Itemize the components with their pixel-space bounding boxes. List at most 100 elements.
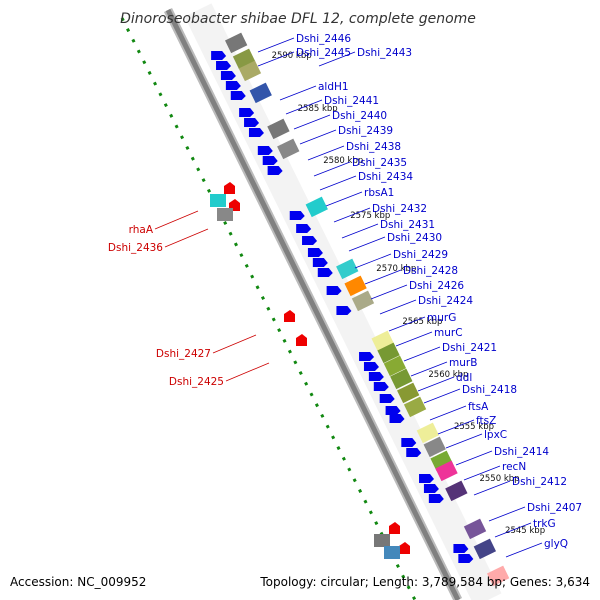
forward-leader-line xyxy=(348,236,386,252)
forward-gene-label[interactable]: Dshi_2446 xyxy=(296,33,351,45)
forward-gene-label[interactable]: Dshi_2412 xyxy=(512,476,567,488)
tick-label: 2545 kbp xyxy=(505,526,545,536)
forward-gene-arrow xyxy=(296,224,312,233)
forward-gene-arrow xyxy=(317,268,333,277)
forward-leader-line xyxy=(423,388,461,404)
forward-gene-arrow xyxy=(225,81,241,90)
tick-label: 2560 kbp xyxy=(428,370,468,380)
forward-gene-label[interactable]: lpxC xyxy=(484,429,507,441)
forward-gene-label[interactable]: glyQ xyxy=(544,538,568,550)
feature-block xyxy=(473,538,497,560)
feature-block xyxy=(267,118,290,140)
forward-gene-label[interactable]: ddl xyxy=(456,372,472,384)
forward-gene-arrow xyxy=(453,544,469,553)
forward-gene-label[interactable]: recN xyxy=(502,461,526,473)
forward-gene-label[interactable]: rbsA1 xyxy=(364,187,394,199)
forward-gene-arrow xyxy=(428,494,444,503)
feature-block xyxy=(435,460,458,482)
forward-leader-line xyxy=(455,450,493,466)
tick-label: 2575 kbp xyxy=(350,211,390,221)
forward-gene-label[interactable]: Dshi_2429 xyxy=(393,249,448,261)
gene-features xyxy=(210,32,510,587)
forward-leader-line xyxy=(319,175,357,191)
forward-gene-label[interactable]: Dshi_2432 xyxy=(372,203,427,215)
forward-leader-line xyxy=(307,145,345,161)
forward-gene-label[interactable]: Dshi_2428 xyxy=(403,265,458,277)
feature-block xyxy=(225,32,248,54)
tick-label: 2585 kbp xyxy=(298,104,338,114)
forward-gene-label[interactable]: Dshi_2441 xyxy=(324,95,379,107)
forward-gene-label[interactable]: Dshi_2421 xyxy=(442,342,497,354)
forward-gene-label[interactable]: Dshi_2434 xyxy=(358,171,413,183)
forward-leader-line xyxy=(473,480,511,496)
reverse-gene-arrow xyxy=(224,182,235,194)
forward-leader-line xyxy=(257,37,295,53)
forward-gene-arrow xyxy=(423,484,439,493)
forward-gene-label[interactable]: Dshi_2445 xyxy=(296,47,351,59)
forward-gene-label[interactable]: murB xyxy=(449,357,477,369)
forward-gene-arrow xyxy=(326,286,342,295)
reverse-gene-label[interactable]: rhaA xyxy=(129,224,154,236)
feature-block xyxy=(249,82,272,104)
feature-block xyxy=(336,258,359,280)
reverse-gene-arrow xyxy=(389,522,400,534)
reverse-gene-label[interactable]: Dshi_2425 xyxy=(169,376,224,388)
forward-gene-label[interactable]: Dshi_2430 xyxy=(387,232,442,244)
forward-leader-line xyxy=(463,465,501,481)
reverse-gene-label[interactable]: Dshi_2427 xyxy=(156,348,211,360)
forward-gene-label[interactable]: Dshi_2435 xyxy=(352,157,407,169)
forward-leader-line xyxy=(313,161,351,177)
forward-leader-line xyxy=(354,253,392,269)
forward-gene-label[interactable]: murC xyxy=(434,327,463,339)
forward-gene-arrow xyxy=(257,146,273,155)
forward-gene-arrow xyxy=(248,128,264,137)
forward-gene-label[interactable]: Dshi_2414 xyxy=(494,446,549,458)
reverse-leader-line xyxy=(212,334,257,354)
forward-gene-label[interactable]: Dshi_2440 xyxy=(332,110,387,122)
feature-block xyxy=(383,355,407,377)
forward-gene-label[interactable]: ftsZ xyxy=(476,415,496,427)
forward-leader-line xyxy=(429,405,467,421)
forward-gene-arrow xyxy=(406,448,422,457)
forward-leader-line xyxy=(379,299,417,315)
feature-block xyxy=(344,275,367,297)
feature-block xyxy=(403,396,427,418)
forward-leader-line xyxy=(257,51,295,67)
forward-leader-line xyxy=(437,419,475,435)
feature-block xyxy=(277,138,300,160)
reverse-leader-line xyxy=(154,210,199,230)
tick-label: 2570 kbp xyxy=(376,264,416,274)
forward-leader-line xyxy=(341,223,379,239)
forward-gene-label[interactable]: Dshi_2438 xyxy=(346,141,401,153)
forward-gene-label[interactable]: Dshi_2418 xyxy=(462,384,517,396)
forward-gene-label[interactable]: Dshi_2424 xyxy=(418,295,473,307)
forward-gene-label[interactable]: Dshi_2431 xyxy=(380,219,435,231)
tick-label: 2580 kbp xyxy=(323,156,363,166)
forward-gene-arrow xyxy=(379,394,395,403)
forward-gene-label[interactable]: aldH1 xyxy=(318,81,349,93)
forward-gene-label[interactable]: Dshi_2407 xyxy=(527,502,582,514)
inner-dotted-ring xyxy=(120,17,417,600)
forward-leader-line xyxy=(325,191,363,207)
forward-gene-label[interactable]: Dshi_2426 xyxy=(409,280,464,292)
forward-gene-label[interactable]: Dshi_2443 xyxy=(357,47,412,59)
forward-gene-label[interactable]: ftsA xyxy=(468,401,489,413)
forward-leader-line xyxy=(299,129,337,145)
feature-block xyxy=(390,368,413,390)
forward-gene-arrow xyxy=(458,554,474,563)
forward-gene-label[interactable]: Dshi_2439 xyxy=(338,125,393,137)
forward-gene-arrow xyxy=(312,258,328,267)
reverse-feature-block xyxy=(217,208,233,221)
reverse-gene-arrow xyxy=(296,334,307,346)
forward-gene-label[interactable]: murG xyxy=(427,312,456,324)
forward-gene-arrow xyxy=(220,71,236,80)
forward-leader-line xyxy=(318,51,356,67)
reverse-gene-label[interactable]: Dshi_2436 xyxy=(108,242,163,254)
reverse-feature-block xyxy=(374,534,390,547)
accession-text: Accession: NC_009952 xyxy=(10,575,147,589)
forward-gene-arrow xyxy=(216,61,232,70)
forward-leader-line xyxy=(285,99,323,115)
forward-gene-label[interactable]: trkG xyxy=(533,518,556,530)
feature-block xyxy=(305,196,328,218)
